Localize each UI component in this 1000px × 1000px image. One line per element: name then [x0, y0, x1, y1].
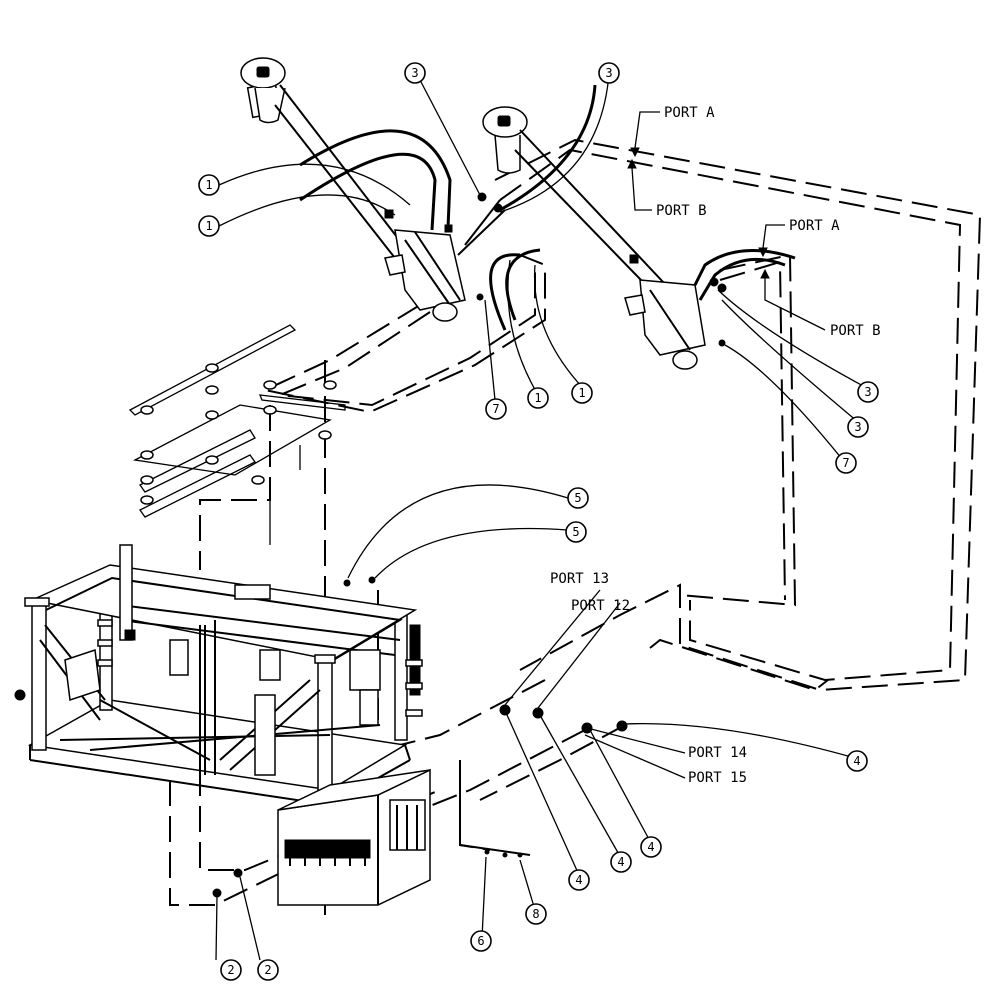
- callout-6: 6: [470, 930, 492, 952]
- port-15-label: PORT 15: [688, 770, 747, 786]
- callout-2a-label: 2: [227, 963, 234, 977]
- port-a-upper-label: PORT A: [664, 105, 715, 121]
- callout-8-label: 8: [532, 907, 539, 921]
- callout-7a: 7: [485, 398, 507, 420]
- callout-5a-label: 5: [574, 491, 581, 505]
- callout-4c: 4: [640, 836, 662, 858]
- valve-bank: [284, 839, 371, 859]
- callout-2b-label: 2: [264, 963, 271, 977]
- callout-4c-label: 4: [647, 840, 654, 854]
- callout-5b: 5: [565, 521, 587, 543]
- port-12-label: PORT 12: [571, 598, 630, 614]
- callout-5a: 5: [567, 487, 589, 509]
- port-14-fitting: [616, 720, 628, 732]
- callout-1b: 1: [198, 215, 220, 237]
- callout-4d: 4: [846, 750, 868, 772]
- port-14-label: PORT 14: [688, 745, 747, 761]
- frame-post-left: [31, 599, 47, 751]
- callout-3b: 3: [598, 62, 620, 84]
- callout-3c: 3: [857, 381, 879, 403]
- callout-3d-label: 3: [854, 420, 861, 434]
- callout-3b-label: 3: [605, 66, 612, 80]
- frame-bottom-rail: [27, 699, 408, 791]
- callout-1d-label: 1: [578, 386, 585, 400]
- callout-2a: 2: [220, 959, 242, 981]
- callout-1a-label: 1: [205, 178, 212, 192]
- callout-8: 8: [525, 903, 547, 925]
- callout-3a-label: 3: [411, 66, 418, 80]
- left-boom-manifold: [240, 57, 506, 322]
- callout-7b: 7: [835, 452, 857, 474]
- control-valve-box: [212, 760, 531, 906]
- callout-5b-label: 5: [572, 525, 579, 539]
- port-a-right-label: PORT A: [789, 218, 840, 234]
- callout-6-label: 6: [477, 934, 484, 948]
- callout-1c-label: 1: [534, 391, 541, 405]
- callout-3c-label: 3: [864, 385, 871, 399]
- callout-4b: 4: [610, 851, 632, 873]
- callout-4b-label: 4: [617, 855, 624, 869]
- callout-1d: 1: [571, 382, 593, 404]
- callout-2b: 2: [257, 959, 279, 981]
- callout-3d: 3: [847, 416, 869, 438]
- callout-7b-label: 7: [842, 456, 849, 470]
- callout-1c: 1: [527, 387, 549, 409]
- port-13-fitting: [499, 704, 511, 716]
- port-13-label: PORT 13: [550, 571, 609, 587]
- left-valve-fitting: [256, 66, 270, 78]
- callout-3a: 3: [404, 62, 426, 84]
- port-b-right-label: PORT B: [830, 323, 881, 339]
- right-valve-fitting: [497, 115, 511, 127]
- port-b-upper-label: PORT B: [656, 203, 707, 219]
- callout-4a-label: 4: [575, 873, 582, 887]
- callout-1b-label: 1: [205, 219, 212, 233]
- callout-7a-label: 7: [492, 402, 499, 416]
- base-frame: [14, 544, 423, 807]
- right-boom-manifold: [477, 84, 796, 370]
- callout-4d-label: 4: [853, 754, 860, 768]
- leader-lines: [215, 73, 866, 961]
- port-fittings: [343, 576, 628, 734]
- callout-4a: 4: [568, 869, 590, 891]
- callout-1a: 1: [198, 174, 220, 196]
- port-12-fitting: [532, 707, 544, 719]
- mounting-plates: [128, 324, 346, 545]
